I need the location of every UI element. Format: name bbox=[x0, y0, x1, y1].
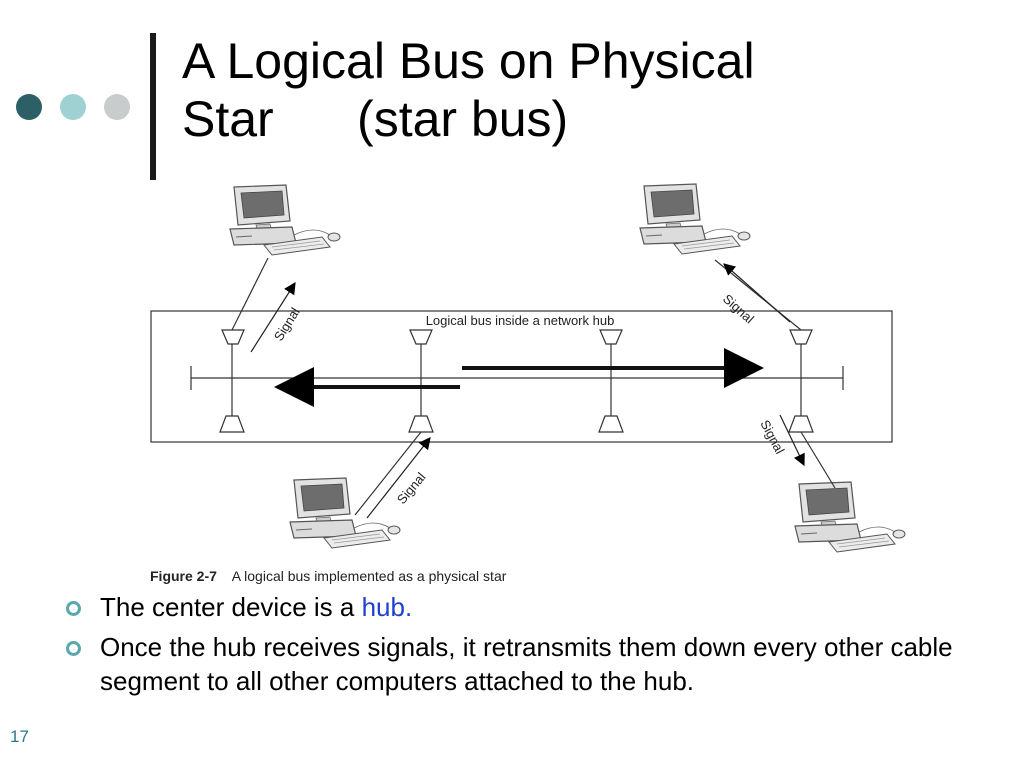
title-line-1: A Logical Bus on Physical bbox=[182, 33, 755, 89]
decor-dot-light bbox=[60, 94, 86, 120]
decor-dot-dark bbox=[16, 94, 42, 120]
bullet-ring-icon bbox=[66, 601, 81, 616]
signal-label: Signal bbox=[394, 470, 429, 507]
bullet-text: Once the hub receives signals, it retran… bbox=[100, 632, 953, 696]
computer-icon bbox=[639, 183, 751, 255]
figure-caption-prefix: Figure 2-7 bbox=[150, 568, 217, 584]
hub-keyword: hub. bbox=[361, 592, 413, 622]
bullet-text: The center device is a bbox=[100, 592, 362, 622]
title-divider bbox=[150, 33, 156, 180]
figure-caption: Figure 2-7 A logical bus implemented as … bbox=[150, 568, 506, 584]
signal-label: Signal bbox=[720, 291, 757, 326]
title-line-2: Star (star bus) bbox=[182, 91, 569, 147]
star-bus-diagram: Logical bus inside a network hub Signal … bbox=[150, 183, 906, 553]
computer-icon bbox=[289, 477, 401, 549]
hub-box bbox=[150, 310, 893, 443]
slide-title: A Logical Bus on Physical Star (star bus… bbox=[182, 32, 982, 148]
figure-caption-text: A logical bus implemented as a physical … bbox=[231, 568, 507, 584]
bullet-item: The center device is a hub. bbox=[60, 590, 980, 624]
bullet-list: The center device is a hub. Once the hub… bbox=[60, 584, 980, 698]
bullet-item: Once the hub receives signals, it retran… bbox=[60, 630, 980, 698]
hub-label: Logical bus inside a network hub bbox=[426, 313, 615, 328]
computer-icon bbox=[229, 184, 341, 256]
decor-dot-grey bbox=[104, 94, 130, 120]
signal-label: Signal bbox=[757, 417, 787, 456]
slide-number: 17 bbox=[10, 727, 29, 746]
bullet-ring-icon bbox=[66, 641, 81, 656]
computer-icon bbox=[794, 481, 906, 553]
